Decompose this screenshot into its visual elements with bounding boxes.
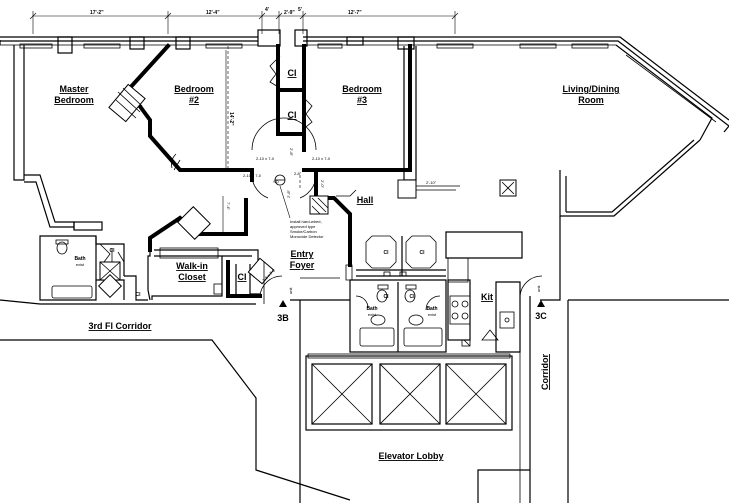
label-closet-master1: Cl <box>110 248 116 254</box>
dim-door-a: 2-10 x 7-0 <box>256 156 275 161</box>
dim-top-small-a: 4' <box>265 7 269 13</box>
label-closet-small2: Cl <box>410 294 416 300</box>
unit-3b-label: 3B <box>277 313 289 323</box>
closet-walls-top <box>257 30 313 136</box>
dim-vertical-b: 7'-4" <box>226 202 231 211</box>
label-bath-2: Bath <box>426 306 437 312</box>
dim-top-left: 17'-2" <box>90 10 104 16</box>
dim-door-e: 2'-8" <box>286 189 291 198</box>
label-master-line2: Bedroom <box>54 95 94 105</box>
dim-top-bedroom2: 12'-4" <box>206 10 220 16</box>
label-walkin-line2: Closet <box>178 272 206 282</box>
top-dimension-string: 17'-2" 12'-4" 4' 2'-9" 5' 12'-7" <box>29 7 459 34</box>
unit-marker-3b: 3B unit <box>277 287 293 323</box>
walkin-bath-area <box>39 235 275 301</box>
bedroom2-walls <box>108 43 254 172</box>
label-entry-line1: Entry <box>290 249 313 259</box>
label-bath-master-sub: exist <box>76 262 85 267</box>
dim-top-small-c: 5' <box>298 7 302 13</box>
elevator-3 <box>445 363 507 425</box>
corridor-3rd-walls <box>0 262 351 503</box>
room-labels: Master Bedroom Bedroom #2 Bedroom #3 Liv… <box>54 68 619 461</box>
dim-vertical-c: 2'-8" <box>289 148 294 157</box>
exterior-north-wall <box>0 29 729 141</box>
label-bed3-line2: #3 <box>357 95 367 105</box>
label-elevator-lobby: Elevator Lobby <box>378 451 443 461</box>
label-living-line1: Living/Dining <box>563 84 620 94</box>
detector-note-line1: Install hard-wired, <box>290 219 322 224</box>
detector-note-line2: approved type <box>290 224 316 229</box>
label-closet-bath1: Cl <box>384 250 390 256</box>
label-closet-walkin: Cl <box>238 272 247 282</box>
label-closet-top2: Cl <box>288 110 297 120</box>
vertical-dimensions: 14'-2" 7'-4" 2'-8" 2'-0" 2'-10" 2-10 x 7… <box>222 50 437 283</box>
label-bed2-line1: Bedroom <box>174 84 214 94</box>
label-bed2-line2: #2 <box>189 95 199 105</box>
label-entry-line2: Foyer <box>290 260 315 270</box>
window-glazing <box>19 43 717 123</box>
smoke-detector-note: SD Install hard-wired, approved type Smo… <box>273 179 324 239</box>
label-closet-top1: Cl <box>288 68 297 78</box>
elevator-1 <box>311 363 373 425</box>
dim-door-b: 2-10 x 7-0 <box>312 156 331 161</box>
label-corridor: Corridor <box>540 354 550 390</box>
label-bath-1-sub: exist <box>368 312 377 317</box>
unit-3c-label: 3C <box>535 311 547 321</box>
dim-vertical-d: 2'-0" <box>320 180 325 189</box>
label-bath-master: Bath <box>74 256 85 262</box>
label-master-line1: Master <box>59 84 89 94</box>
unit-3c-sub: unit <box>536 285 541 292</box>
elevator-2 <box>379 363 441 425</box>
label-closet-small1: Cl <box>384 294 390 300</box>
unit-3c-triangle-icon <box>537 300 545 307</box>
dim-door-d: 2-8" <box>294 171 302 176</box>
detector-symbol: SD <box>273 179 279 184</box>
dim-hall-right: 2'-10" <box>426 180 437 185</box>
label-bath-2-sub: exist <box>428 312 437 317</box>
label-living-line2: Room <box>578 95 604 105</box>
label-bath-1: Bath <box>366 306 377 312</box>
elevator-bank <box>305 353 513 431</box>
label-closet-bath2: Cl <box>420 250 426 256</box>
hall-entry-walls <box>148 176 357 281</box>
kitchen-area <box>445 216 561 503</box>
dim-door-c: 2-10 x 7-0 <box>243 173 262 178</box>
unit-3b-sub: unit <box>288 287 293 294</box>
label-bed3-line1: Bedroom <box>342 84 382 94</box>
detector-note-line3: Smoke/Carbon <box>290 229 317 234</box>
label-walkin-line1: Walk-in <box>176 261 208 271</box>
dim-vertical-bedroom2: 14'-2" <box>228 112 234 126</box>
corridor-right-walls <box>477 299 729 503</box>
label-kitchen: Kit <box>481 292 493 302</box>
twin-bath-block <box>349 235 447 353</box>
dim-top-small-b: 2'-9" <box>284 10 295 16</box>
bedroom3-walls <box>302 44 701 217</box>
unit-3b-triangle-icon <box>279 300 287 307</box>
master-bedroom-walls <box>0 40 103 231</box>
dim-top-bedroom3: 12'-7" <box>348 10 362 16</box>
label-hall: Hall <box>357 195 374 205</box>
label-corridor-3rd: 3rd Fl Corridor <box>88 321 152 331</box>
detector-note-line4: Monoxide Detector <box>290 234 324 239</box>
unit-marker-3c: 3C unit <box>535 285 547 321</box>
label-closet-master2: Cl <box>136 292 142 298</box>
